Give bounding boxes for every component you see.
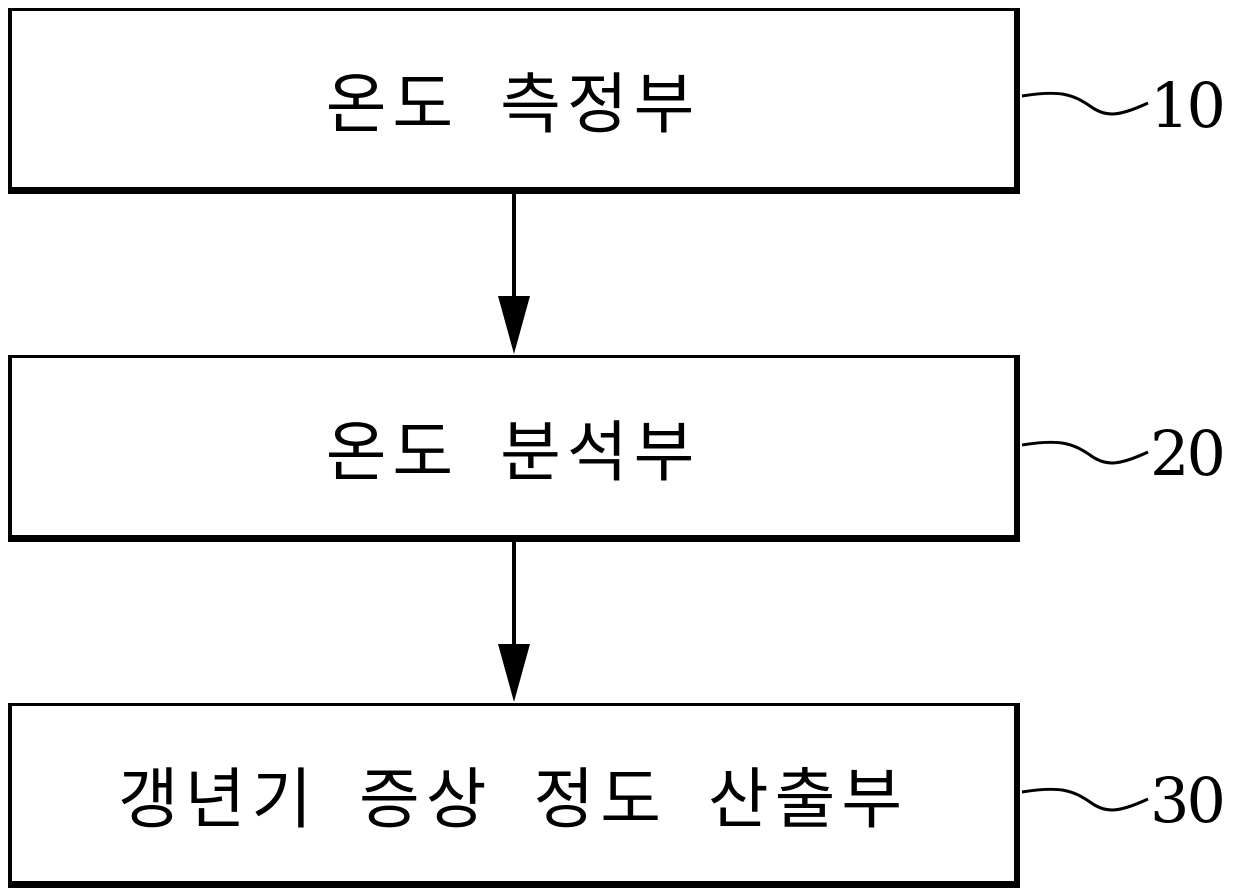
ref-leader-30 [1022, 789, 1148, 810]
ref-leader-20 [1022, 442, 1148, 463]
flow-arrowhead-2 [498, 644, 530, 702]
block-menopause-severity-calculation: 갱년기 증상 정도 산출부 [8, 703, 1020, 888]
block-label: 갱년기 증상 정도 산출부 [118, 746, 908, 842]
block-temperature-measurement: 온도 측정부 [8, 8, 1020, 194]
block-label: 온도 분석부 [326, 399, 701, 495]
ref-number: 20 [1150, 423, 1223, 485]
ref-leader-10 [1022, 93, 1148, 114]
block-temperature-analysis: 온도 분석부 [8, 355, 1020, 542]
ref-number: 30 [1150, 770, 1223, 832]
ref-number: 10 [1150, 75, 1223, 137]
block-label: 온도 측정부 [326, 51, 701, 147]
flow-arrowhead-1 [498, 296, 530, 354]
